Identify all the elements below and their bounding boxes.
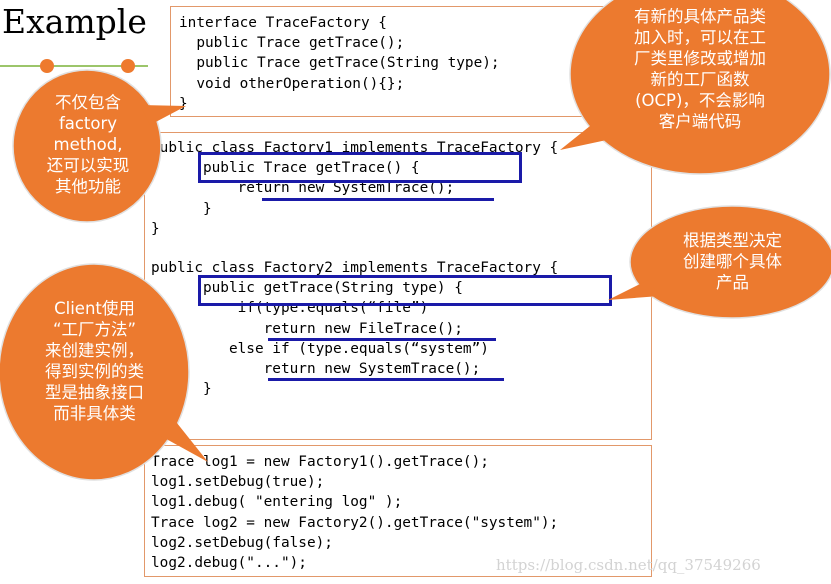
underline-return-systemtrace-1 xyxy=(262,198,494,201)
title-underline xyxy=(0,65,148,67)
callout-text-bottom-left: Client使用 “工厂方法” 来创建实例， 得到实例的类 型是抽象接口 而非具… xyxy=(45,299,144,423)
factory2-code: public class Factory2 implements TraceFa… xyxy=(151,260,559,398)
interface-code-box: interface TraceFactory { public Trace ge… xyxy=(170,6,626,117)
callout-text-top-left: 不仅包含 factory method, 还可以实现 其他功能 xyxy=(46,93,130,196)
client-code: Trace log1 = new Factory1().getTrace(); … xyxy=(151,454,559,572)
watermark: https://blog.csdn.net/qq_37549266 xyxy=(496,556,761,574)
callout-bubble-top-right xyxy=(560,0,831,175)
title-dot-right xyxy=(121,59,135,73)
interface-code: interface TraceFactory { public Trace ge… xyxy=(179,15,500,112)
callout-bubble-middle-right xyxy=(608,205,831,319)
callout-text-top-right: 有新的具体产品类 加入时，可以在工 厂类里修改或增加 新的工厂函数 (OCP)，… xyxy=(634,7,766,131)
callout-bubble-top-left xyxy=(12,69,186,223)
underline-return-systemtrace-2 xyxy=(268,378,504,381)
title-dot-left xyxy=(40,59,54,73)
highlight-factory1-gettrace xyxy=(198,152,522,183)
client-code-box: Trace log1 = new Factory1().getTrace(); … xyxy=(144,445,652,577)
callout-text-middle-right: 根据类型决定 创建哪个具体 产品 xyxy=(683,231,782,292)
slide-title: Example xyxy=(2,2,147,41)
highlight-factory2-gettrace xyxy=(198,275,612,306)
factory-code-box: public class Factory1 implements TraceFa… xyxy=(144,132,652,440)
callout-bubble-bottom-left xyxy=(0,263,208,481)
underline-return-filetrace xyxy=(268,338,496,341)
